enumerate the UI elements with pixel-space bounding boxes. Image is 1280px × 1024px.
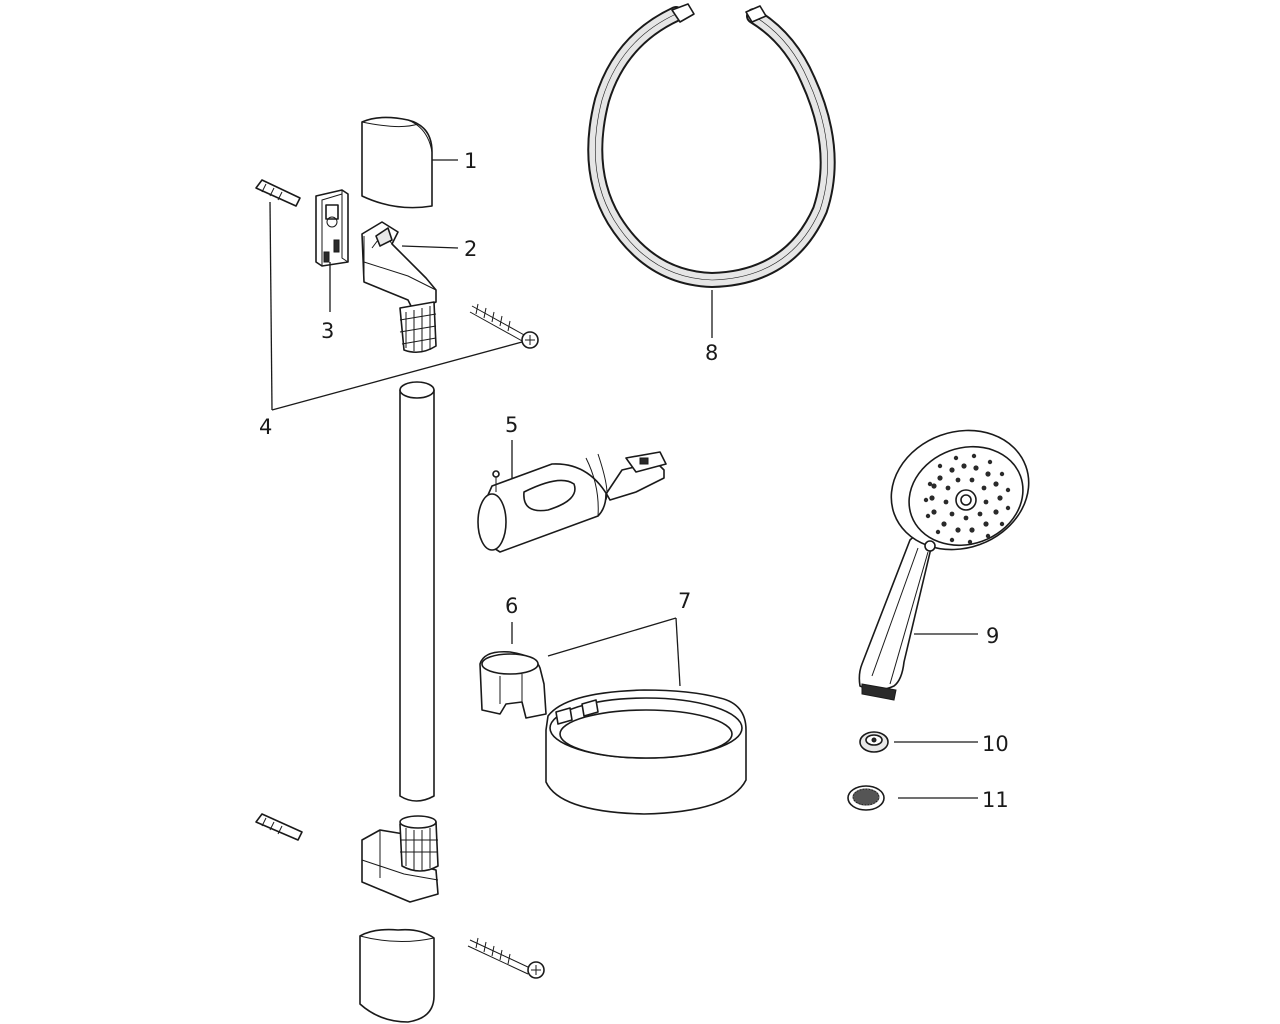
part-4-screw-top (469, 303, 539, 349)
part-label-10: 10 (982, 732, 1009, 756)
part-1-top-cap (361, 116, 433, 209)
part-6-clip (479, 650, 547, 719)
part-label-5: 5 (505, 413, 518, 437)
lower-screw (467, 937, 545, 979)
lower-dowel (255, 813, 303, 841)
part-8-hose (587, 3, 836, 289)
part-10-flow-limiter (859, 731, 889, 753)
part-label-7: 7 (678, 589, 691, 613)
part-label-4: 4 (259, 415, 272, 439)
part-label-3: 3 (321, 319, 334, 343)
part-label-1: 1 (464, 149, 477, 173)
part-label-2: 2 (464, 237, 477, 261)
part-label-9: 9 (986, 624, 999, 648)
leader-lines (269, 159, 978, 799)
part-label-11: 11 (982, 788, 1009, 812)
part-label-8: 8 (705, 341, 718, 365)
lower-bracket (361, 815, 439, 903)
part-label-6: 6 (505, 594, 518, 618)
part-3-wall-plate (315, 189, 349, 267)
part-11-sieve (847, 785, 885, 811)
part-5-slider (477, 451, 667, 553)
part-2-upper-bracket (361, 221, 437, 354)
lower-end-cap (359, 928, 435, 1023)
slide-rail (399, 381, 435, 802)
part-9-hand-shower (858, 429, 1030, 701)
part-7-ring-holder (545, 689, 747, 815)
part-4-dowel-top (255, 179, 301, 207)
